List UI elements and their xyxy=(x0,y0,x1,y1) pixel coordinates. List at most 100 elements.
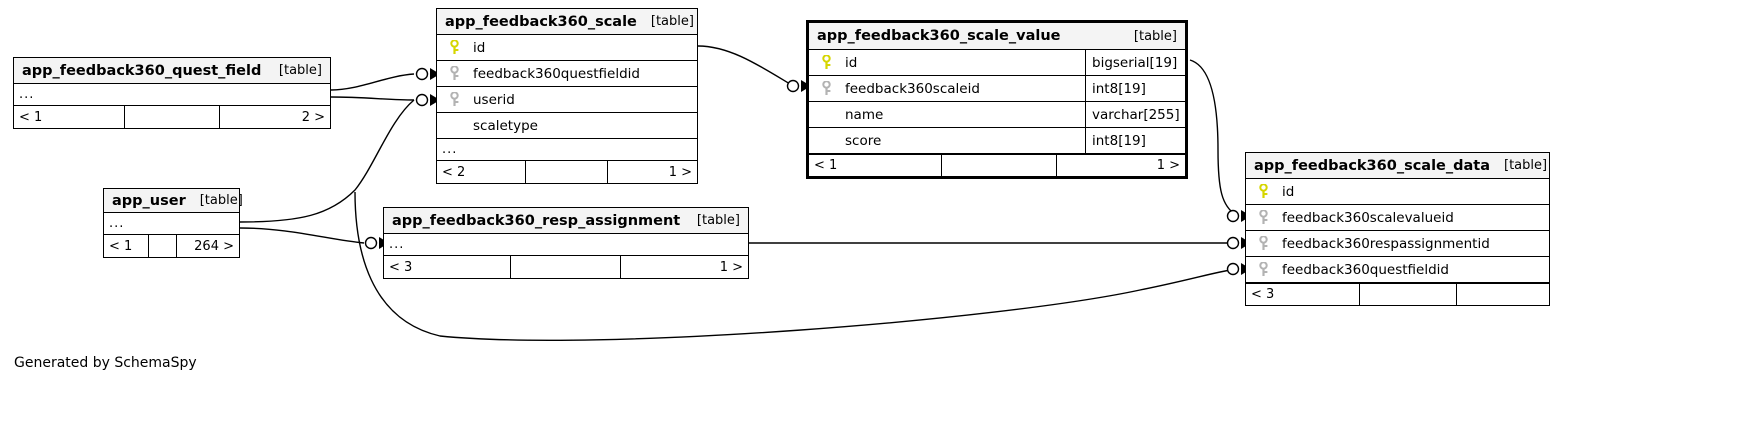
column-name: feedback360scalevalueid xyxy=(1282,209,1454,226)
generated-by-credit: Generated by SchemaSpy xyxy=(14,355,197,371)
footer-children-count xyxy=(1456,284,1549,305)
table-footer: < 1 2 > xyxy=(14,106,330,128)
table-tag: [table] xyxy=(696,213,740,228)
table-row: feedback360questfieldid xyxy=(1246,257,1549,283)
primary-key-icon xyxy=(443,40,465,55)
table-header: app_feedback360_scale_value [table] xyxy=(809,23,1185,50)
footer-parents-count: < 1 xyxy=(19,109,43,125)
columns-ellipsis: ... xyxy=(14,84,330,106)
primary-key-icon xyxy=(1252,184,1274,199)
column-cell: score xyxy=(809,133,1085,149)
table-row: feedback360respassignmentid xyxy=(1246,231,1549,257)
foreign-key-icon xyxy=(443,92,465,107)
table-app-feedback360-scale-data[interactable]: app_feedback360_scale_data [table] id fe… xyxy=(1245,152,1550,306)
table-footer: < 2 1 > xyxy=(437,161,697,183)
column-cell: id xyxy=(1246,184,1549,200)
table-footer: < 1 1 > xyxy=(809,154,1185,176)
foreign-key-icon xyxy=(815,81,837,96)
column-name: feedback360respassignmentid xyxy=(1282,235,1490,252)
table-app-feedback360-scale-value[interactable]: app_feedback360_scale_value [table] id b… xyxy=(806,20,1188,179)
table-name: app_feedback360_scale xyxy=(445,13,637,30)
column-name: score xyxy=(845,132,882,149)
column-name: feedback360questfieldid xyxy=(473,65,640,82)
column-type: bigserial[19] xyxy=(1085,50,1185,75)
table-row: scaletype xyxy=(437,113,697,139)
table-row: score int8[19] xyxy=(809,128,1185,154)
footer-middle xyxy=(510,256,620,278)
table-name: app_feedback360_resp_assignment xyxy=(392,212,681,229)
footer-children-count: 264 > xyxy=(176,235,239,257)
columns-ellipsis: ... xyxy=(437,139,697,161)
column-name: userid xyxy=(473,91,515,108)
table-row: id xyxy=(1246,179,1549,205)
footer-middle xyxy=(941,155,1056,176)
footer-middle xyxy=(1359,284,1456,305)
table-footer: < 3 1 > xyxy=(384,256,748,278)
column-name: name xyxy=(845,106,884,123)
columns-ellipsis: ... xyxy=(384,234,748,256)
table-footer: < 1 264 > xyxy=(104,235,239,257)
footer-children-count: 1 > xyxy=(607,161,697,183)
column-cell: userid xyxy=(437,92,697,108)
footer-middle xyxy=(525,161,607,183)
foreign-key-icon xyxy=(1252,262,1274,277)
table-app-user[interactable]: app_user [table] ... < 1 264 > xyxy=(103,188,243,258)
table-header: app_feedback360_scale [table] xyxy=(437,9,697,35)
foreign-key-icon xyxy=(1252,210,1274,225)
table-name: app_feedback360_scale_value xyxy=(817,28,1061,44)
footer-children-count: 1 > xyxy=(620,256,748,278)
table-name: app_user xyxy=(112,192,186,209)
column-cell: id xyxy=(437,40,697,56)
edge-scale-to-scalevalue xyxy=(697,45,794,87)
table-tag: [table] xyxy=(650,14,694,29)
table-footer: < 3 xyxy=(1246,283,1549,305)
edge-questfield-to-scale xyxy=(330,73,415,91)
table-app-feedback360-resp-assignment[interactable]: app_feedback360_resp_assignment [table] … xyxy=(383,207,749,279)
column-type: varchar[255] xyxy=(1085,102,1185,127)
column-name: id xyxy=(473,39,486,56)
table-row: userid xyxy=(437,87,697,113)
column-cell: id xyxy=(809,55,1085,71)
column-name: id xyxy=(1282,183,1295,200)
column-cell: feedback360scalevalueid xyxy=(1246,210,1549,226)
column-name: id xyxy=(845,54,858,71)
table-tag: [table] xyxy=(1133,28,1177,44)
foreign-key-icon xyxy=(443,66,465,81)
footer-parents-count: < 3 xyxy=(389,259,413,275)
table-row: id xyxy=(437,35,697,61)
columns-ellipsis: ... xyxy=(104,213,239,235)
table-tag: [table] xyxy=(1504,158,1548,173)
footer-middle xyxy=(148,235,176,257)
table-app-feedback360-quest-field[interactable]: app_feedback360_quest_field [table] ... … xyxy=(13,57,331,129)
footer-parents-count: < 1 xyxy=(814,158,838,173)
column-cell: name xyxy=(809,107,1085,123)
edge-questfield-to-scale-userid xyxy=(330,96,415,101)
table-header: app_user [table] xyxy=(104,189,243,213)
table-header: app_feedback360_scale_data [table] xyxy=(1246,153,1549,179)
column-name: feedback360questfieldid xyxy=(1282,261,1449,278)
footer-middle xyxy=(124,106,219,128)
table-row: id bigserial[19] xyxy=(809,50,1185,76)
table-row: name varchar[255] xyxy=(809,102,1185,128)
column-cell: feedback360questfieldid xyxy=(437,66,697,82)
table-header: app_feedback360_quest_field [table] xyxy=(14,58,330,84)
table-tag: [table] xyxy=(278,63,322,78)
column-cell: feedback360respassignmentid xyxy=(1246,236,1549,252)
table-name: app_feedback360_quest_field xyxy=(22,62,262,79)
column-cell: feedback360questfieldid xyxy=(1246,262,1549,278)
table-row: feedback360scaleid int8[19] xyxy=(809,76,1185,102)
edge-scalevalue-to-scaledata xyxy=(1189,59,1237,216)
footer-children-count: 2 > xyxy=(219,106,330,128)
footer-parents-count: < 3 xyxy=(1251,287,1275,302)
edge-appuser-to-respassignment xyxy=(239,227,365,244)
table-row: feedback360scalevalueid xyxy=(1246,205,1549,231)
table-app-feedback360-scale[interactable]: app_feedback360_scale [table] id feedbac… xyxy=(436,8,698,184)
column-cell: feedback360scaleid xyxy=(809,81,1085,97)
footer-parents-count: < 2 xyxy=(442,164,466,180)
column-name: scaletype xyxy=(473,117,538,134)
primary-key-icon xyxy=(815,55,837,70)
footer-parents-count: < 1 xyxy=(109,238,133,254)
footer-children-count: 1 > xyxy=(1056,155,1185,176)
column-name: feedback360scaleid xyxy=(845,80,980,97)
